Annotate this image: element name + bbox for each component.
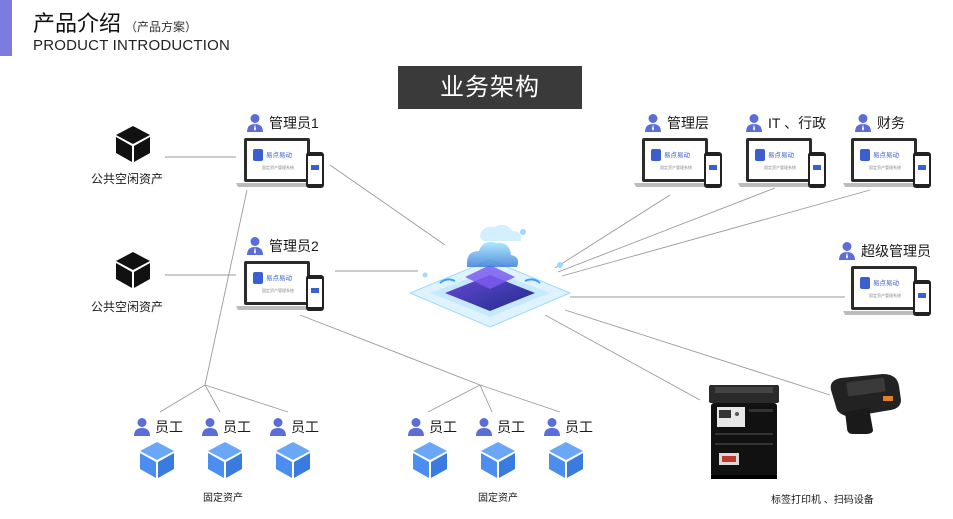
screen-tagline: 固定资产管理系统 [262, 164, 294, 170]
laptop-icon: 易点易动 固定资产管理系统 [738, 138, 826, 188]
screen-brand: 易点易动 [873, 151, 900, 159]
screen-brand: 易点易动 [266, 151, 293, 159]
screen-tagline: 固定资产管理系统 [869, 164, 901, 170]
employee-label: 员工 [133, 417, 183, 437]
admin1-label: 管理员1 [269, 115, 319, 131]
person-icon [270, 418, 286, 436]
laptop-icon: 易点易动 固定资产管理系统 [843, 266, 931, 316]
it-admin-node-label: IT 、行政 [745, 113, 826, 133]
person-icon [855, 114, 871, 132]
screen-tagline: 固定资产管理系统 [764, 164, 796, 170]
admin1-node-label: 管理员1 [246, 113, 319, 133]
screen-tagline: 固定资产管理系统 [262, 287, 294, 293]
admin2-node-label: 管理员2 [246, 236, 319, 256]
employee-label: 员工 [269, 417, 319, 437]
admin2-label: 管理员2 [269, 238, 319, 254]
person-icon [408, 418, 424, 436]
employee-label: 员工 [407, 417, 457, 437]
asset-box-icon [140, 442, 174, 478]
employee-text: 员工 [429, 419, 457, 435]
person-icon [247, 114, 263, 132]
person-icon [645, 114, 661, 132]
management-label: 管理层 [667, 115, 709, 131]
employee-label: 员工 [475, 417, 525, 437]
employee-text: 员工 [155, 419, 183, 435]
super-admin-label: 超级管理员 [861, 243, 931, 259]
employee-text: 员工 [497, 419, 525, 435]
laptop-icon: 易点易动 固定资产管理系统 [634, 138, 722, 188]
section-banner: 业务架构 [398, 66, 582, 109]
page-title-text: 产品介绍 [33, 11, 122, 36]
header-accent-bar [0, 0, 12, 56]
employee-text: 员工 [565, 419, 593, 435]
screen-brand: 易点易动 [266, 274, 293, 282]
person-icon [202, 418, 218, 436]
laptop-icon: 易点易动 固定资产管理系统 [236, 138, 324, 188]
page-title: 产品介绍（产品方案） [33, 6, 197, 38]
person-icon [134, 418, 150, 436]
devices-caption: 标签打印机 、扫码设备 [771, 495, 874, 506]
finance-node-label: 财务 [854, 113, 905, 133]
public-asset-label-1: 公共空闲资产 [91, 172, 164, 186]
laptop-icon: 易点易动 固定资产管理系统 [843, 138, 931, 188]
asset-box-icon [549, 442, 583, 478]
employee-text: 员工 [223, 419, 251, 435]
employee-label: 员工 [201, 417, 251, 437]
laptop-icon: 易点易动 固定资产管理系统 [236, 261, 324, 311]
employee-label: 员工 [543, 417, 593, 437]
asset-box-icon [276, 442, 310, 478]
cube-icon [116, 126, 150, 162]
person-icon [544, 418, 560, 436]
page-subtitle: PRODUCT INTRODUCTION [33, 37, 231, 54]
fixed-asset-caption-2: 固定资产 [478, 493, 518, 504]
finance-label: 财务 [877, 115, 905, 131]
cloud-hub-icon [408, 224, 572, 328]
page-title-note: （产品方案） [125, 20, 198, 34]
scanner-icon [830, 374, 901, 434]
employee-text: 员工 [291, 419, 319, 435]
cube-icon [116, 252, 150, 288]
screen-brand: 易点易动 [664, 151, 691, 159]
person-icon [746, 114, 762, 132]
public-asset-label-2: 公共空闲资产 [91, 300, 164, 314]
person-icon [247, 237, 263, 255]
person-icon [839, 242, 855, 260]
screen-tagline: 固定资产管理系统 [660, 164, 692, 170]
management-node-label: 管理层 [644, 113, 709, 133]
screen-brand: 易点易动 [768, 151, 795, 159]
screen-tagline: 固定资产管理系统 [869, 292, 901, 298]
printer-icon [709, 385, 779, 479]
super-admin-node-label: 超级管理员 [838, 241, 931, 261]
fixed-asset-caption-1: 固定资产 [203, 493, 243, 504]
asset-box-icon [413, 442, 447, 478]
asset-box-icon [208, 442, 242, 478]
screen-brand: 易点易动 [873, 279, 900, 287]
asset-box-icon [481, 442, 515, 478]
it-admin-label: IT 、行政 [768, 115, 827, 131]
person-icon [476, 418, 492, 436]
